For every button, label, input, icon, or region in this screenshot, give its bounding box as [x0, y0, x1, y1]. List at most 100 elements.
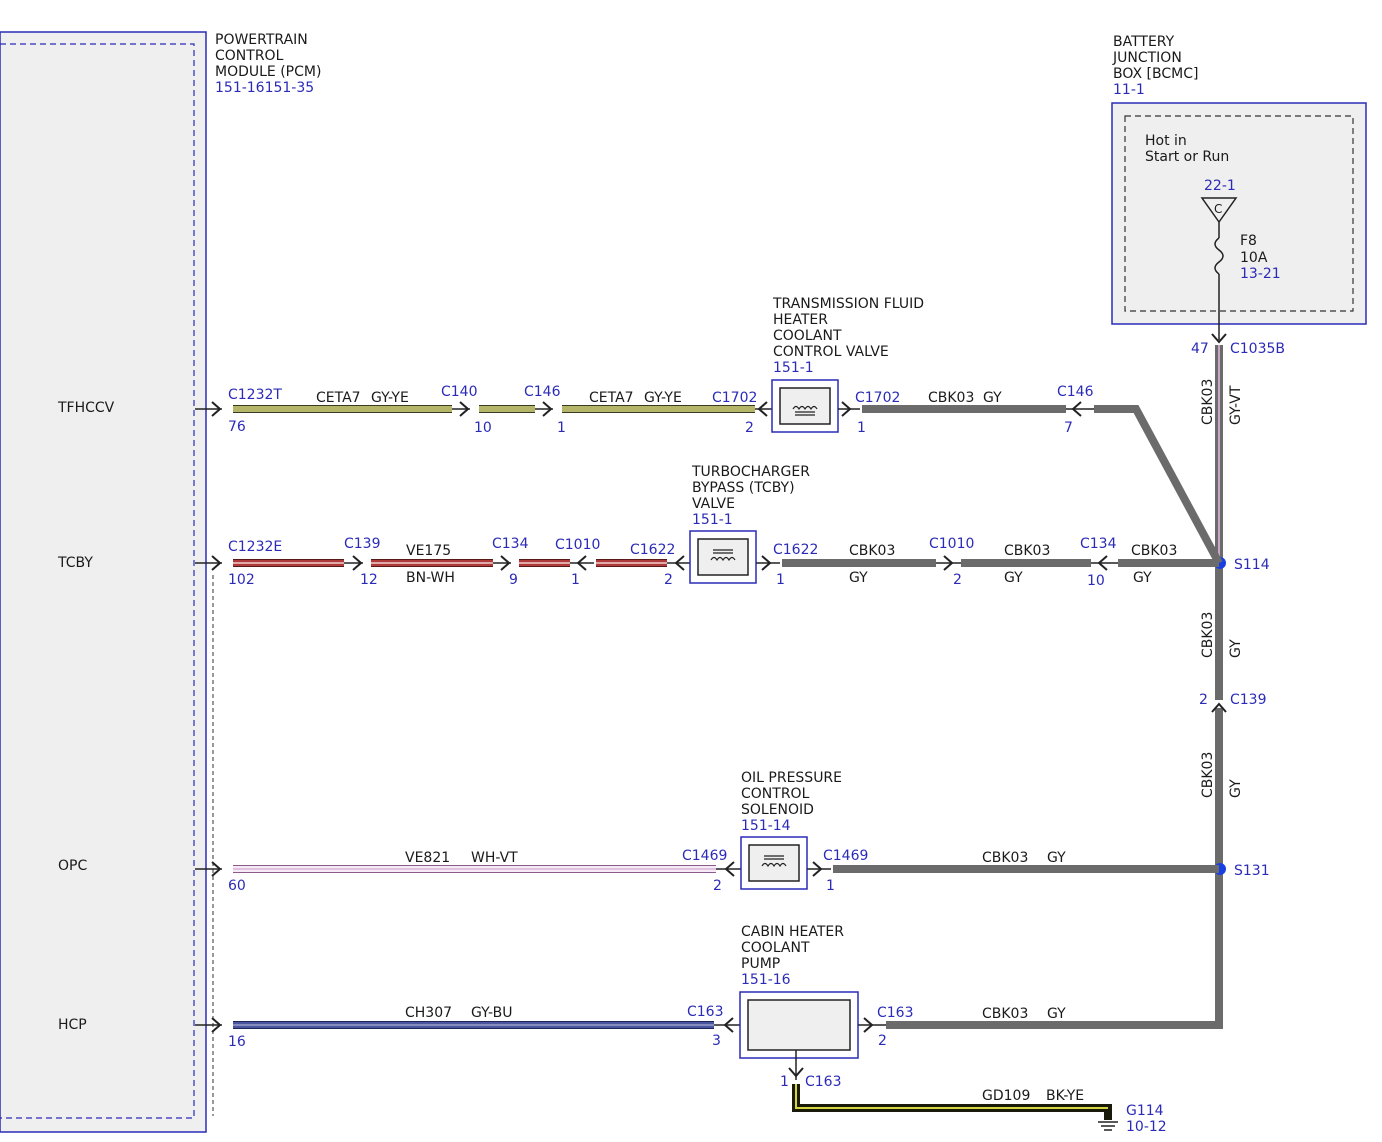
row2-c1010b-pin: 2 [953, 572, 962, 588]
bjb-box [1111, 102, 1367, 325]
pcm-title-3: MODULE (PCM) [215, 64, 321, 80]
bjb-title-1: BATTERY [1113, 34, 1175, 50]
row3-comp-conn-r[interactable]: C1469 [823, 848, 868, 864]
pcm-title-2: CONTROL [215, 48, 284, 64]
bjb-out-pin: 47 [1191, 341, 1209, 357]
tcby-box[interactable] [689, 530, 757, 584]
pcm-pin-opc: OPC [58, 858, 87, 874]
row1-color2: GY-YE [644, 390, 682, 406]
bjb-ref[interactable]: 11-1 [1113, 82, 1145, 98]
vert-low-color: GY [1228, 779, 1244, 798]
row2-pcm-pin: 102 [228, 572, 255, 588]
coil-icon [761, 855, 787, 868]
row2-c1010[interactable]: C1010 [555, 537, 600, 553]
pcm-box [0, 32, 206, 1132]
row2-comp-pin-l: 2 [664, 572, 673, 588]
tcby-title-1: TURBOCHARGER [691, 464, 810, 480]
row4-color: GY-BU [471, 1005, 512, 1021]
row2-pcm-conn[interactable]: C1232E [228, 539, 282, 555]
row2-c139-pin: 12 [360, 572, 378, 588]
c139-v-pin: 2 [1199, 692, 1208, 708]
ground-g114[interactable]: G114 [1126, 1103, 1164, 1119]
opc-ref[interactable]: 151-14 [741, 818, 791, 834]
tfhccv-ref[interactable]: 151-1 [773, 360, 814, 376]
row1-comp-conn-l[interactable]: C1702 [712, 390, 757, 406]
row2-comp-conn-l[interactable]: C1622 [630, 542, 675, 558]
row3-circuit: VE821 [405, 850, 450, 866]
tcby-ref[interactable]: 151-1 [692, 512, 733, 528]
row4-color3: GY [1047, 1006, 1066, 1022]
row3-comp-conn-l[interactable]: C1469 [682, 848, 727, 864]
row2-circuit3: CBK03 [849, 543, 895, 559]
row1-c146b[interactable]: C146 [1057, 384, 1094, 400]
c139-v-conn[interactable]: C139 [1230, 692, 1267, 708]
bjb-title-2: JUNCTION [1112, 50, 1182, 66]
row4-gnd-pin: 1 [780, 1074, 789, 1090]
coil-icon [792, 405, 818, 416]
ground-ref[interactable]: 10-12 [1126, 1119, 1167, 1135]
wire-row1-gy-diag [1094, 405, 1223, 565]
row1-comp-conn-r[interactable]: C1702 [855, 390, 900, 406]
row1-c146-pin: 1 [557, 420, 566, 436]
row1-circuit3: CBK03 [928, 390, 974, 406]
row4-pcm-pin: 16 [228, 1034, 246, 1050]
bjb-bus-ref[interactable]: 22-1 [1204, 178, 1236, 194]
row4-comp-conn-l[interactable]: C163 [687, 1004, 724, 1020]
row2-c134b[interactable]: C134 [1080, 536, 1117, 552]
fuse-name: F8 [1240, 233, 1257, 249]
row4-comp-pin-l: 3 [712, 1033, 721, 1049]
splice-s131[interactable]: S131 [1234, 863, 1270, 879]
fuse-rating: 10A [1240, 250, 1268, 266]
tfhccv-title-2: HEATER [773, 312, 828, 328]
pcm-ref[interactable]: 151-16151-35 [215, 80, 314, 96]
row1-color: GY-YE [371, 390, 409, 406]
row2-c134-pin: 9 [509, 572, 518, 588]
row1-c140[interactable]: C140 [441, 384, 478, 400]
row1-comp-pin-l: 2 [745, 420, 754, 436]
tcby-title-2: BYPASS (TCBY) [692, 480, 795, 496]
row4-comp-conn-r[interactable]: C163 [877, 1005, 914, 1021]
row1-color3: GY [983, 390, 1002, 406]
opc-title-1: OIL PRESSURE [741, 770, 842, 786]
row2-c134[interactable]: C134 [492, 536, 529, 552]
row1-circuit: CETA7 [316, 390, 361, 406]
opc-box[interactable] [740, 836, 808, 890]
row1-comp-pin-r: 1 [857, 420, 866, 436]
power-bus-icon [1200, 197, 1238, 224]
row3-color: WH-VT [471, 850, 518, 866]
row4-comp-pin-r: 2 [878, 1033, 887, 1049]
tfhccv-title-1: TRANSMISSION FLUID [772, 296, 924, 312]
ground-icon [1098, 1121, 1118, 1131]
row1-circuit2: CETA7 [589, 390, 634, 406]
fuse-icon [1214, 237, 1224, 275]
bjb-bus-letter: C [1214, 202, 1222, 216]
tcby-title-3: VALVE [692, 496, 735, 512]
vert-top-circuit: CBK03 [1200, 379, 1216, 425]
row2-color: BN-WH [406, 570, 455, 586]
tfhccv-title-3: COOLANT [773, 328, 842, 344]
fuse-ref[interactable]: 13-21 [1240, 266, 1281, 282]
vert-top-color: GY-VT [1228, 385, 1244, 425]
row4-gnd-conn[interactable]: C163 [805, 1074, 842, 1090]
row2-c1010b[interactable]: C1010 [929, 536, 974, 552]
row4-circuit3: CBK03 [982, 1006, 1028, 1022]
row1-pcm-conn[interactable]: C1232T [228, 387, 282, 403]
row1-c146b-pin: 7 [1064, 420, 1073, 436]
row3-circuit3: CBK03 [982, 850, 1028, 866]
bjb-hot-note-1: Hot in [1145, 133, 1187, 149]
splice-s114[interactable]: S114 [1234, 557, 1270, 573]
bjb-out-conn[interactable]: C1035B [1230, 341, 1285, 357]
row1-c146[interactable]: C146 [524, 384, 561, 400]
hcp-ref[interactable]: 151-16 [741, 972, 791, 988]
row2-comp-conn-r[interactable]: C1622 [773, 542, 818, 558]
row2-c139[interactable]: C139 [344, 536, 381, 552]
row3-comp-pin-r: 1 [826, 878, 835, 894]
row4-gnd-circuit: GD109 [982, 1088, 1030, 1104]
coil-icon [710, 549, 736, 562]
hcp-title-3: PUMP [741, 956, 780, 972]
tfhccv-title-4: CONTROL VALVE [773, 344, 889, 360]
arrow-icon [1211, 333, 1227, 344]
pcm-title-1: POWERTRAIN [215, 32, 308, 48]
tfhccv-box[interactable] [771, 379, 839, 433]
